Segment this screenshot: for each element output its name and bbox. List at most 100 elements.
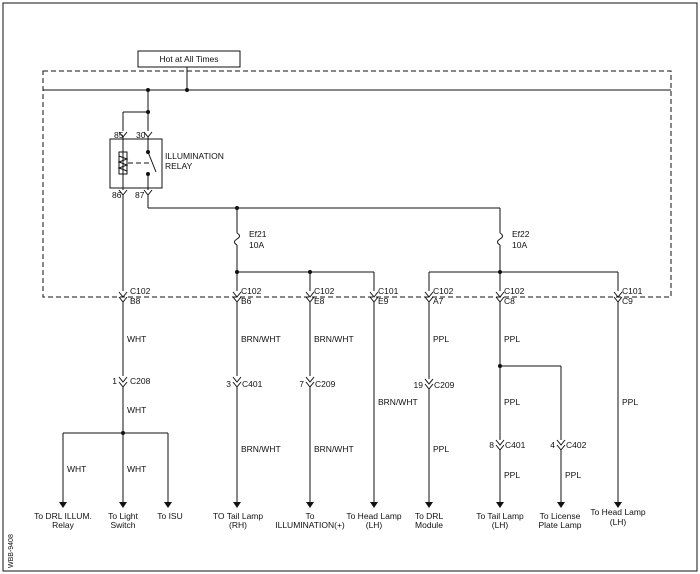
- figure-id: WBB-9408: [8, 534, 15, 568]
- illumination-relay: 85 30 86 87: [109, 130, 163, 200]
- connector-id: C102: [130, 286, 151, 296]
- destination-illumination-line1: To: [306, 511, 315, 521]
- destination-head-lamp-lh-line2: (LH): [366, 520, 383, 530]
- wire-color-label: PPL: [504, 470, 520, 480]
- arrow-icon: [614, 502, 622, 508]
- arrow-icon: [306, 502, 314, 508]
- destination-tail-lamp-rh-line2: (RH): [229, 520, 247, 530]
- wire-color-label: PPL: [565, 470, 581, 480]
- connector-id: C101: [378, 286, 399, 296]
- wire-color-label: BRN/WHT: [314, 444, 354, 454]
- power-label: Hot at All Times: [159, 54, 218, 64]
- destination-tail-lamp-rh-line1: TO Tail Lamp: [213, 511, 264, 521]
- connector-pin: 4: [550, 440, 555, 450]
- connector-pin: 19: [414, 380, 424, 390]
- connector-id: C208: [130, 376, 151, 386]
- destination-license-plate-lamp-line1: To License: [540, 511, 581, 521]
- wire-color-label: BRN/WHT: [378, 397, 418, 407]
- connector-id: C401: [505, 440, 526, 450]
- branch-splice: [235, 270, 239, 274]
- destination-license-plate-lamp-line2: Plate Lamp: [539, 520, 582, 530]
- connector-id: C102: [314, 286, 335, 296]
- connector-pin: 8: [489, 440, 494, 450]
- relay-pin-87: 87: [135, 190, 145, 200]
- connector-pin: C9: [622, 296, 633, 306]
- relay-pin-86: 86: [112, 190, 122, 200]
- connector-pin: B8: [130, 296, 141, 306]
- wire-color-label: BRN/WHT: [241, 334, 281, 344]
- connector-symbol: [424, 378, 434, 390]
- destination-tail-lamp-lh-line1: To Tail Lamp: [476, 511, 524, 521]
- connector-pin: C8: [504, 296, 515, 306]
- destination-light-switch-line2: Switch: [110, 520, 135, 530]
- connector-id: C209: [315, 379, 336, 389]
- connector-pin: E9: [378, 296, 389, 306]
- connector-pin: 1: [112, 376, 117, 386]
- connector-symbol: [495, 439, 505, 451]
- arrow-icon: [496, 502, 504, 508]
- destination-illumination-line2: ILLUMINATION(+): [275, 520, 345, 530]
- destination-head-lamp-lh-line1: To Head Lamp: [346, 511, 402, 521]
- fuse-ef21-symbol: [234, 232, 240, 246]
- wire-color-label: PPL: [433, 444, 449, 454]
- destination-drl-module-line1: To DRL: [415, 511, 444, 521]
- wire-color-label: WHT: [127, 334, 146, 344]
- wire-color-label: WHT: [67, 464, 86, 474]
- wire-color-label: PPL: [504, 397, 520, 407]
- connector-pin: 3: [226, 379, 231, 389]
- arrow-icon: [425, 502, 433, 508]
- connector-pin: A7: [433, 296, 444, 306]
- fuse-ef22-name: Ef22: [512, 229, 530, 239]
- wire-color-label: BRN/WHT: [314, 334, 354, 344]
- connector-id: C102: [504, 286, 525, 296]
- splice: [121, 431, 125, 435]
- fuse-ef22-symbol: [497, 232, 503, 246]
- relay-pin-connector: [143, 189, 153, 196]
- arrow-icon: [164, 502, 172, 508]
- relay-splice: [146, 110, 150, 114]
- power-label-box: [137, 50, 241, 68]
- destination-head-lamp-lh-2-line1: To Head Lamp: [590, 507, 646, 517]
- destination-isu: To ISU: [157, 511, 183, 521]
- branch-splice: [498, 270, 502, 274]
- connector-pin: 7: [299, 379, 304, 389]
- fuse-ef21-rating: 10A: [249, 240, 264, 250]
- destination-drl-illum-relay-line2: Relay: [52, 520, 74, 530]
- connector-id: C401: [242, 379, 263, 389]
- relay-coil: [118, 151, 128, 175]
- relay-body: [109, 138, 163, 189]
- wire-color-label: BRN/WHT: [241, 444, 281, 454]
- connector-id: C102: [433, 286, 454, 296]
- connector-symbol: [118, 376, 128, 388]
- connector-pin: E8: [314, 296, 325, 306]
- arrow-icon: [370, 502, 378, 508]
- wire-color-label: PPL: [504, 334, 520, 344]
- arrow-icon: [233, 502, 241, 508]
- relay-name-line2: RELAY: [165, 161, 193, 171]
- relay-switch-arm: [147, 151, 157, 173]
- relay-pin-85: 85: [114, 130, 124, 140]
- fuse-relay-box-boundary: [42, 70, 672, 298]
- fuse-ef21-name: Ef21: [249, 229, 267, 239]
- connector-symbol: [556, 439, 566, 451]
- connector-id: C402: [566, 440, 587, 450]
- destination-light-switch-line1: To Light: [108, 511, 138, 521]
- relay-coil-winding: [117, 155, 129, 172]
- connector-id: C209: [434, 380, 455, 390]
- relay-name-line1: ILLUMINATION: [165, 151, 224, 161]
- destination-drl-illum-relay-line1: To DRL ILLUM.: [34, 511, 92, 521]
- arrow-icon: [119, 502, 127, 508]
- destination-tail-lamp-lh-line2: (LH): [492, 520, 509, 530]
- arrow-icon: [557, 502, 565, 508]
- wire-color-label: WHT: [127, 464, 146, 474]
- fuse-ef22-rating: 10A: [512, 240, 527, 250]
- connector-symbol: [305, 376, 315, 388]
- bus-splice: [185, 88, 189, 92]
- wire-color-label: WHT: [127, 405, 146, 415]
- destination-head-lamp-lh-2-line2: (LH): [610, 517, 627, 527]
- arrow-icon: [59, 502, 67, 508]
- relay-pin-30: 30: [136, 130, 146, 140]
